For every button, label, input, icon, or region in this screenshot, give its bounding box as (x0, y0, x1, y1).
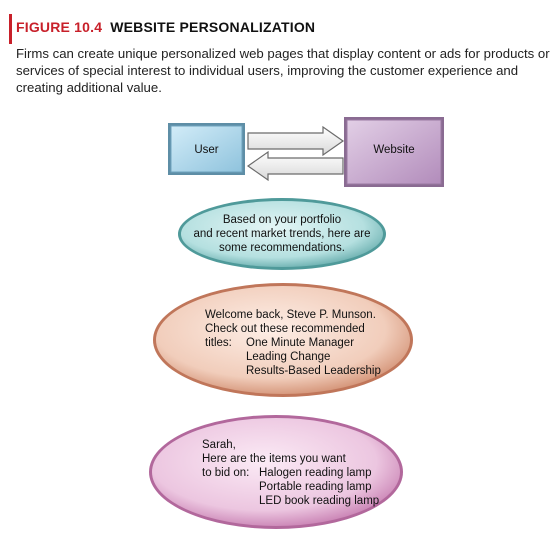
ellipse2-intro2: Check out these recommended (205, 323, 365, 335)
ellipse1-line1: Based on your portfolio (223, 214, 341, 226)
ellipse3-item3: LED book reading lamp (259, 495, 379, 507)
figure-title-text: WEBSITE PERSONALIZATION (110, 19, 316, 35)
website-box: Website (344, 117, 444, 187)
ellipse3-item1: Halogen reading lamp (259, 467, 372, 479)
ellipse3-item2: Portable reading lamp (259, 481, 372, 493)
ellipse3-list-label: to bid on: (202, 467, 249, 479)
ellipse3-intro1: Sarah, (202, 439, 236, 451)
figure-caption: Firms can create unique personalized web… (16, 46, 550, 95)
arrow-left-icon (246, 150, 344, 182)
figure-title: FIGURE 10.4 WEBSITE PERSONALIZATION (16, 19, 315, 35)
figure-label: FIGURE 10.4 (16, 19, 103, 35)
user-box-label: User (194, 144, 218, 156)
ellipse2-item1: One Minute Manager (246, 337, 354, 349)
ellipse2-list-label: titles: (205, 337, 232, 349)
recommendation-ellipse-2: Welcome back, Steve P. Munson. Check out… (153, 283, 413, 397)
recommendation-ellipse-3: Sarah, Here are the items you want to bi… (149, 415, 403, 529)
ellipse2-intro1: Welcome back, Steve P. Munson. (205, 309, 376, 321)
ellipse1-line2: and recent market trends, here are (193, 228, 370, 240)
website-box-label: Website (373, 144, 414, 156)
arrow-right-icon (247, 125, 345, 157)
figure-accent-bar (9, 14, 12, 44)
ellipse3-intro2: Here are the items you want (202, 453, 347, 465)
ellipse2-item3: Results-Based Leadership (246, 365, 381, 377)
figure-header: FIGURE 10.4 WEBSITE PERSONALIZATION Firms… (0, 12, 559, 112)
ellipse1-line3: some recommendations. (219, 242, 345, 254)
ellipse2-item2: Leading Change (246, 351, 330, 363)
user-box: User (168, 123, 245, 175)
recommendation-ellipse-1: Based on your portfolio and recent marke… (178, 198, 386, 270)
